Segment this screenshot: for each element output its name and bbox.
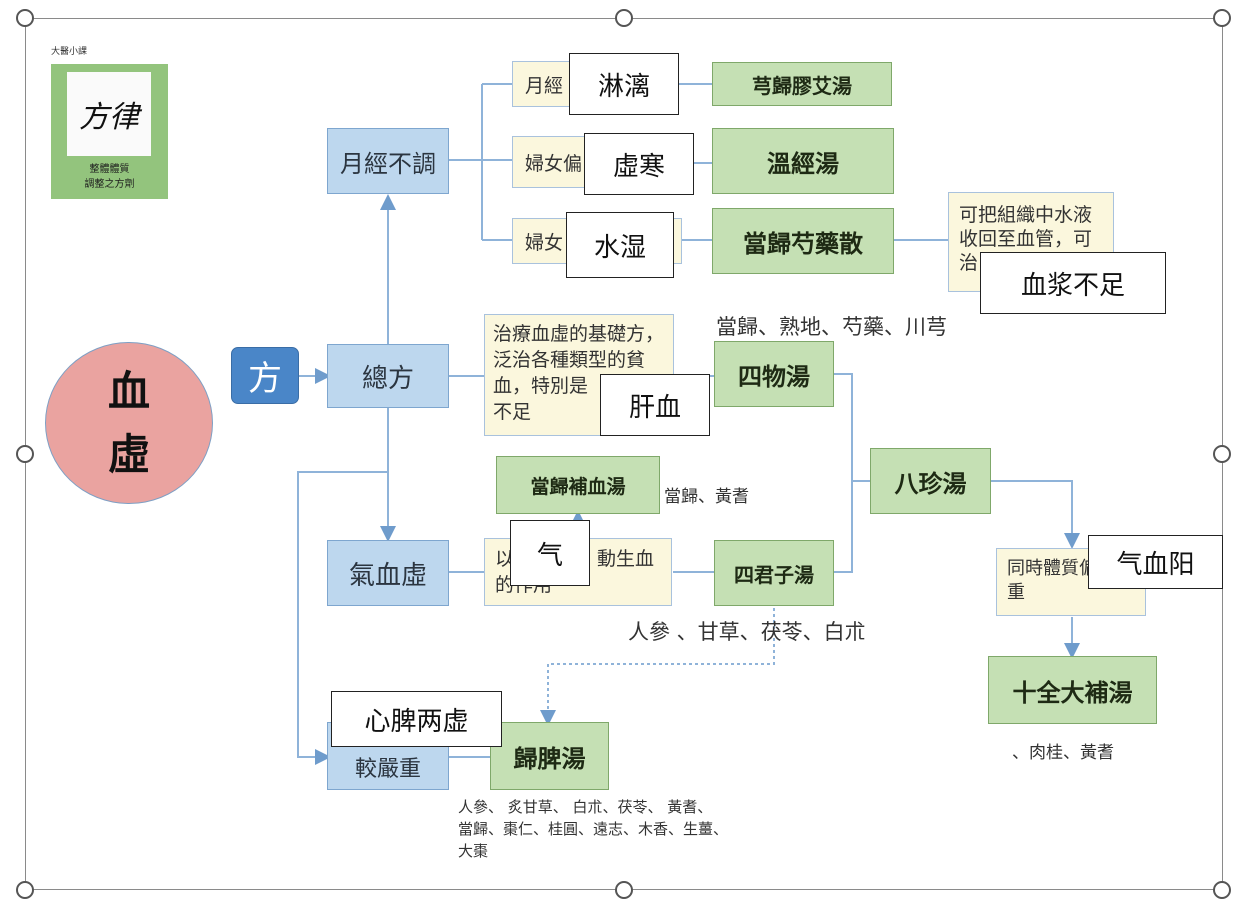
category-yuejing[interactable]: 月經不調 — [327, 128, 449, 194]
logo-top-label: 大醫小課 — [51, 47, 88, 57]
root-node-xuexu[interactable]: 血虛 — [45, 342, 213, 504]
category-zongfang[interactable]: 總方 — [327, 344, 449, 408]
formula-dang-gui-bu-xue[interactable]: 當歸補血湯 — [496, 456, 660, 514]
formula-xiong-gui-jiao-ai[interactable]: 芎歸膠艾湯 — [712, 62, 892, 106]
root-node-label: 血虛 — [107, 367, 150, 479]
formula-ba-zhen[interactable]: 八珍湯 — [870, 448, 991, 514]
annotation-shuishi[interactable]: 水湿 — [566, 212, 674, 278]
note-qixue-mid: 動生血 — [597, 548, 655, 570]
note-zongfang-text: 治療血虛的基礎方，泛治各種類型的貧血，特別是 — [493, 323, 665, 397]
formula-dang-gui-shao-yao[interactable]: 當歸芍藥散 — [712, 208, 894, 274]
annotation-xuejiang[interactable]: 血浆不足 — [980, 252, 1166, 314]
annotation-qixueyang[interactable]: 气血阳 — [1088, 535, 1223, 589]
note-zongfang-end: 不足 — [493, 401, 532, 423]
logo-caption-line-1: 整體體質 — [89, 164, 130, 175]
ingredients-si-jun-zi: 人參 、甘草、茯苓、白朮 — [628, 620, 866, 644]
formula-si-jun-zi[interactable]: 四君子湯 — [714, 540, 834, 606]
logo-caption-line-2: 調整之方劑 — [84, 179, 135, 190]
formula-si-wu[interactable]: 四物湯 — [714, 341, 834, 407]
resize-handle-top-middle[interactable] — [615, 9, 633, 27]
logo-caption: 整體體質 調整之方劑 — [51, 162, 168, 192]
ingredients-gui-pi-line-2: 當歸、棗仁、桂圓、遠志、木香、生薑、 — [458, 820, 729, 838]
annotation-ganxue[interactable]: 肝血 — [600, 374, 710, 436]
resize-handle-bottom-middle[interactable] — [615, 881, 633, 899]
resize-handle-middle-right[interactable] — [1213, 445, 1231, 463]
annotation-xuhan[interactable]: 虛寒 — [584, 133, 694, 195]
ingredients-si-wu: 當歸、熟地、芍藥、川芎 — [716, 315, 947, 339]
annotation-xinpi[interactable]: 心脾两虚 — [331, 691, 502, 747]
logo-card: 方律 整體體質 調整之方劑 — [51, 64, 168, 199]
formula-wen-jing[interactable]: 溫經湯 — [712, 128, 894, 194]
resize-handle-top-left[interactable] — [16, 9, 34, 27]
ingredients-shi-quan: 、肉桂、黃耆 — [1012, 743, 1114, 763]
formula-shi-quan-da-bu[interactable]: 十全大補湯 — [988, 656, 1157, 724]
fang-badge[interactable]: 方 — [231, 347, 299, 404]
note-qixue-start: 以 — [495, 548, 515, 570]
formula-gui-pi[interactable]: 歸脾湯 — [490, 722, 609, 790]
ingredients-gui-pi-line-3: 大棗 — [458, 842, 489, 860]
category-jiaoyan-label: 較嚴重 — [354, 757, 421, 782]
brand-logo: 大醫小課 方律 整體體質 調整之方劑 — [51, 44, 168, 199]
resize-handle-bottom-right[interactable] — [1213, 881, 1231, 899]
note-yuejing-a: 月經 — [512, 61, 578, 107]
ingredients-bu-xue: 當歸、黃耆 — [664, 487, 749, 507]
annotation-linli[interactable]: 淋漓 — [569, 53, 679, 115]
logo-calligraphy: 方律 — [67, 72, 151, 156]
resize-handle-top-right[interactable] — [1213, 9, 1231, 27]
annotation-qi[interactable]: 气 — [510, 520, 590, 586]
ingredients-gui-pi-line-1: 人參、 炙甘草、 白朮、茯苓、 黃耆、 — [458, 798, 713, 816]
resize-handle-middle-left[interactable] — [16, 445, 34, 463]
resize-handle-bottom-left[interactable] — [16, 881, 34, 899]
category-qixue[interactable]: 氣血虛 — [327, 540, 449, 606]
